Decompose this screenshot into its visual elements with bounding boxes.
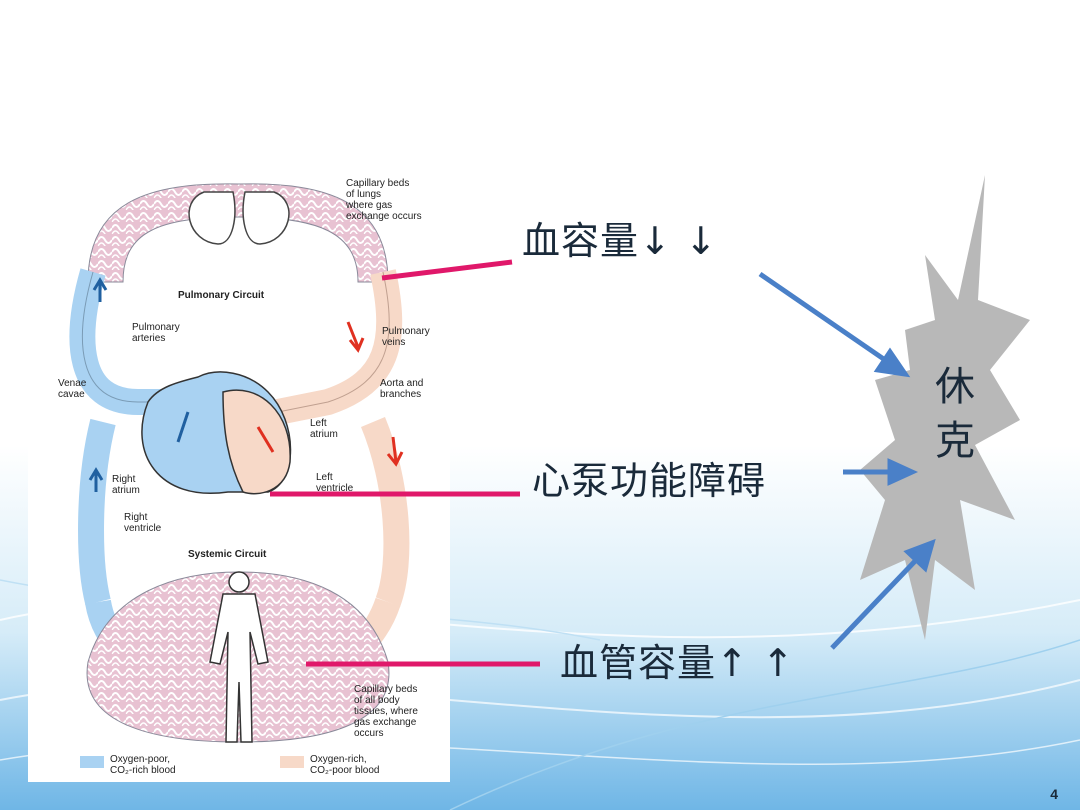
label-right-ventricle: Right ventricle <box>124 512 162 534</box>
result-char-1: 休 <box>935 364 975 410</box>
circulation-svg: Capillary beds of lungs where gas exchan… <box>58 178 433 776</box>
label-systemic-circuit: Systemic Circuit <box>188 549 267 560</box>
label-capillary-body: Capillary beds of all body tissues, wher… <box>354 684 421 739</box>
legend-oxygen-rich: Oxygen-rich, CO₂-poor blood <box>310 754 379 776</box>
label-venae-cavae: Venae cavae <box>58 378 89 400</box>
label-left-ventricle: Left ventricle <box>316 472 354 494</box>
cause-blood-volume-decrease: 血容量↓ ↓ <box>522 219 718 263</box>
page-number: 4 <box>1050 786 1058 802</box>
result-char-2: 克 <box>935 418 975 464</box>
legend-swatch-oxygen-rich <box>280 756 304 768</box>
label-pulmonary-circuit: Pulmonary Circuit <box>178 290 265 301</box>
cause-cardiac-pump-failure: 心泵功能障碍 <box>532 459 767 503</box>
label-pulmonary-arteries: Pulmonary arteries <box>132 322 183 344</box>
result-shock-label: 休 克 <box>930 360 980 468</box>
label-capillary-lungs: Capillary beds of lungs where gas exchan… <box>345 178 422 222</box>
label-left-atrium: Left atrium <box>310 418 338 440</box>
legend-swatch-oxygen-poor <box>80 756 104 768</box>
legend-oxygen-poor: Oxygen-poor, CO₂-rich blood <box>110 754 176 776</box>
label-aorta: Aorta and branches <box>380 378 426 400</box>
label-pulmonary-veins: Pulmonary veins <box>382 326 433 348</box>
cause-vascular-capacity-increase: 血管容量↑ ↑ <box>560 641 795 685</box>
circulation-diagram: Capillary beds of lungs where gas exchan… <box>28 162 450 782</box>
label-right-atrium: Right atrium <box>112 474 140 496</box>
